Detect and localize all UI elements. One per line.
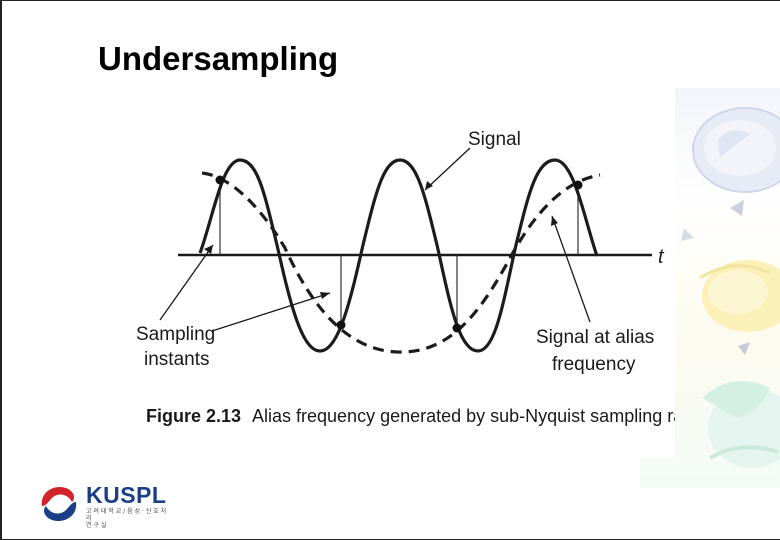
slide-title: Undersampling	[98, 40, 338, 78]
logo-subtitle-line: 연 구 실	[86, 522, 172, 529]
alias-label-line1: Signal at alias	[536, 327, 654, 348]
figure-caption-number: Figure 2.13	[146, 406, 241, 426]
signal-callout-label: Signal	[468, 129, 521, 150]
kuspl-emblem-icon	[36, 480, 82, 526]
sample-point	[574, 181, 583, 190]
logo-subtitle: 고 려 대 학 교 / 음 성 · 신 호 처 리 연 구 실	[86, 508, 172, 529]
logo-wordmark: KUSPL	[86, 482, 166, 509]
sample-point	[453, 324, 462, 333]
sample-point	[337, 321, 346, 330]
logo-subtitle-line: 고 려 대 학 교 / 음 성 · 신 호 처 리	[86, 508, 172, 522]
figure-caption-text: Alias frequency generated by sub-Nyquist…	[252, 406, 675, 426]
kuspl-logo: KUSPL 고 려 대 학 교 / 음 성 · 신 호 처 리 연 구 실	[36, 480, 176, 526]
aliasing-diagram: t Signal Sampling instants Signal at ali…	[100, 88, 675, 458]
undersampling-figure: t Signal Sampling instants Signal at ali…	[100, 88, 675, 458]
alias-label-line2: frequency	[552, 354, 636, 375]
sampling-instants-label-line2: instants	[144, 349, 209, 370]
sampling-instants-label-line1: Sampling	[136, 324, 215, 345]
sample-point	[216, 176, 225, 185]
